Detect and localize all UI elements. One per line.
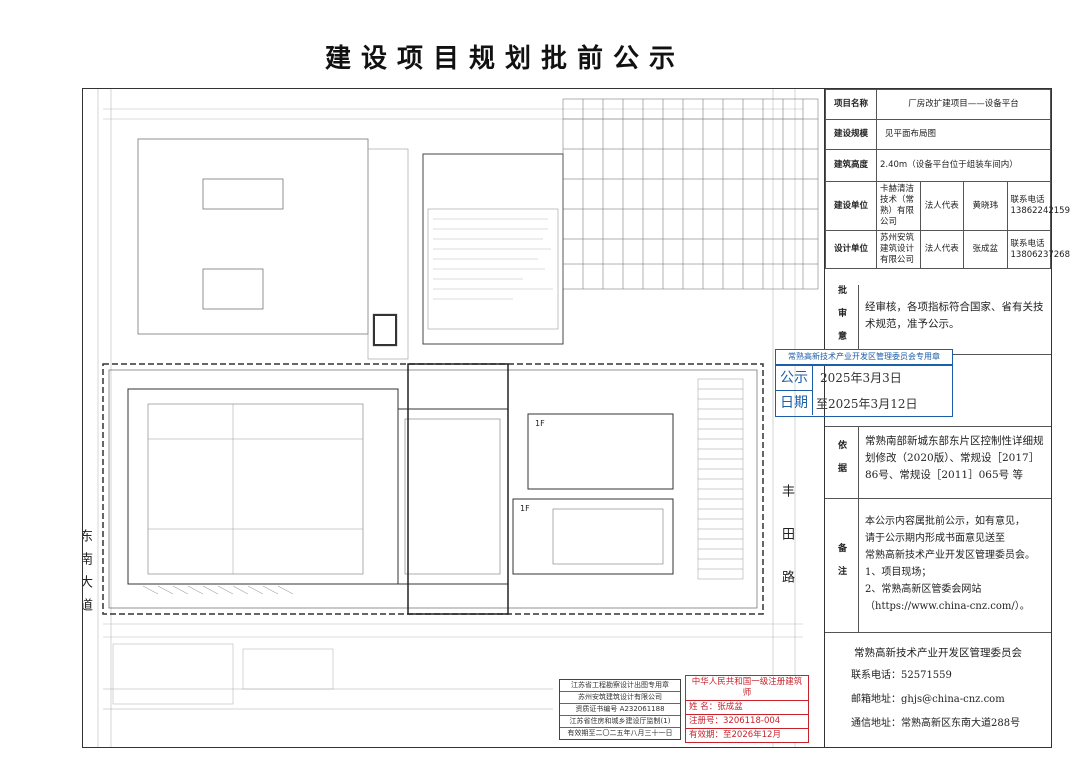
builder-label: 建设单位 <box>825 181 877 231</box>
builder-contact: 联系电话 13862242159 <box>1006 181 1070 231</box>
building-floor-label-a: 1F <box>535 419 545 428</box>
review-section: 批审意 经审核，各项指标符合国家、省有关技术规范，准予公示。 <box>825 285 1051 355</box>
review-text: 经审核，各项指标符合国家、省有关技术规范，准予公示。 <box>865 301 1044 330</box>
publicity-start-date: 2025年3月3日 <box>820 371 902 385</box>
height-value: 2.40m（设备平台位于组装车间内） <box>876 149 1051 182</box>
designer-phone: 13806237268 <box>1010 249 1071 260</box>
designer-contact: 联系电话 13806237268 <box>1006 230 1070 269</box>
remarks-label: 备注 <box>825 499 859 632</box>
remarks-line: 1、项目现场； <box>865 567 932 578</box>
road-label-right: 丰田路 <box>779 484 794 613</box>
publicity-stamp-box: 公示 日期 2025年3月3日 至2025年3月12日 <box>775 365 953 417</box>
publicity-stamp-banner: 常熟高新技术产业开发区管理委员会专用章 <box>775 349 953 365</box>
architect-stamp: 中华人民共和国一级注册建筑师 姓 名：张成盆 注册号：3206118-004 有… <box>685 675 809 743</box>
designer-label: 设计单位 <box>825 230 877 269</box>
footer-email: 邮箱地址：ghjs@china-cnz.com <box>851 694 1005 705</box>
remarks-line: 2、常熟高新区管委会网站 <box>865 584 982 595</box>
scale-value: 见平面布局图 <box>876 119 1051 150</box>
builder-rep: 黄晓玮 <box>963 181 1008 231</box>
site-plan: 东南大道 丰田路 1F 1F 江苏省工程勘察设计出图专用章 苏州安筑建筑设计有限… <box>83 89 823 747</box>
basis-label: 依据 <box>825 427 859 498</box>
footer-address: 通信地址：常熟高新区东南大道288号 <box>851 718 1021 729</box>
info-panel: 项目名称 厂房改扩建项目——设备平台 建设规模 见平面布局图 建筑高度 2.40… <box>775 89 1070 747</box>
publicity-end: 至2025年3月12日 <box>816 395 917 412</box>
designer-contact-label: 联系电话 <box>1010 238 1045 249</box>
basis-section: 依据 常熟南部新城东部东片区控制性详细规划修改（2020版）、常规设［2017］… <box>825 427 1051 499</box>
remarks-line: （https://www.china-cnz.com/）。 <box>865 601 1030 612</box>
road-label-left: 东南大道 <box>83 529 92 621</box>
contact-footer: 常熟高新技术产业开发区管理委员会 联系电话：52571559 邮箱地址：ghjs… <box>825 633 1051 747</box>
remarks-line: 常熟高新技术产业开发区管理委员会。 <box>865 550 1035 561</box>
designer-name: 苏州安筑建筑设计有限公司 <box>876 230 921 269</box>
remarks-line: 请于公示期内形成书面意见送至 <box>865 533 1005 544</box>
footer-phone: 联系电话：52571559 <box>851 670 952 681</box>
page-title: 建设项目规划批前公示 <box>324 44 685 74</box>
review-label: 批审意 <box>825 285 859 354</box>
project-info-table: 项目名称 厂房改扩建项目——设备平台 建设规模 见平面布局图 建筑高度 2.40… <box>825 89 1070 269</box>
basis-text: 常熟南部新城东部东片区控制性详细规划修改（2020版）、常规设［2017］86号… <box>865 435 1044 481</box>
publicity-label-2: 日期 <box>776 391 813 415</box>
publicity-section: 常熟高新技术产业开发区管理委员会专用章 公示 日期 2025年3月3日 至202… <box>775 349 1051 427</box>
publicity-end-prefix: 至 <box>816 397 829 411</box>
project-name-label: 项目名称 <box>825 89 877 120</box>
publicity-end-date: 2025年3月12日 <box>828 397 918 411</box>
publicity-label-1: 公示 <box>776 366 813 391</box>
institute-stamp: 江苏省工程勘察设计出图专用章 苏州安筑建筑设计有限公司 资质证书编号 A2320… <box>559 679 681 740</box>
remarks-line: 本公示内容属批前公示，如有意见， <box>865 516 1025 527</box>
project-name: 厂房改扩建项目——设备平台 <box>876 89 1051 120</box>
designer-rep-label: 法人代表 <box>919 230 964 269</box>
builder-contact-label: 联系电话 <box>1010 195 1045 205</box>
builder-name: 卡赫清洁技术（常熟）有限公司 <box>876 181 921 231</box>
site-plan-drawing <box>97 89 819 747</box>
builder-phone: 13862242159 <box>1010 206 1071 216</box>
height-label: 建筑高度 <box>825 149 877 182</box>
drawing-frame: 东南大道 丰田路 1F 1F 江苏省工程勘察设计出图专用章 苏州安筑建筑设计有限… <box>82 88 1070 748</box>
designer-rep: 张成盆 <box>963 230 1008 269</box>
footer-org: 常熟高新技术产业开发区管理委员会 <box>854 647 1022 659</box>
building-floor-label-b: 1F <box>520 504 530 513</box>
remarks-section: 备注 本公示内容属批前公示，如有意见， 请于公示期内形成书面意见送至 常熟高新技… <box>825 499 1051 633</box>
builder-rep-label: 法人代表 <box>919 181 964 231</box>
scale-label: 建设规模 <box>825 119 877 150</box>
remarks-text: 本公示内容属批前公示，如有意见， 请于公示期内形成书面意见送至 常熟高新技术产业… <box>865 513 1045 615</box>
